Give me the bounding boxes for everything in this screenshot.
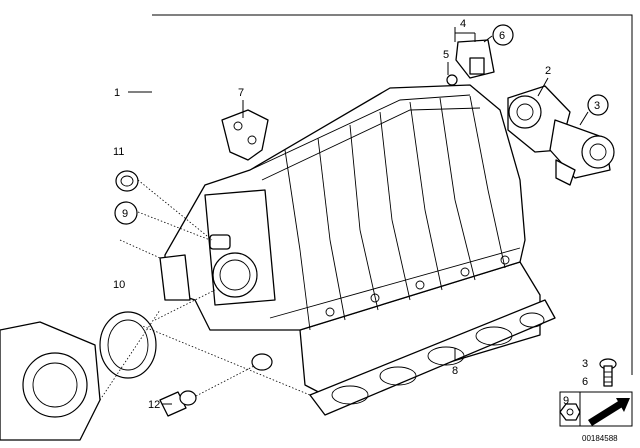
leader-dotted-c	[195, 365, 255, 397]
leader-2	[537, 77, 549, 97]
actuator-unit	[507, 85, 615, 186]
callout-3: 3	[594, 100, 600, 112]
callout-7: 7	[238, 87, 244, 99]
leader-dotted-a	[119, 239, 161, 259]
seal-ring-part	[99, 311, 157, 379]
legend-box	[559, 391, 633, 427]
callout-6-circle	[492, 24, 514, 46]
legend-label-6: 6	[582, 376, 588, 388]
grommet-part	[115, 170, 139, 192]
leader-3	[579, 111, 589, 126]
legend-label-3: 3	[582, 358, 588, 370]
bolt-icon	[599, 358, 617, 387]
arrow-icon	[588, 398, 630, 426]
gasket-part	[309, 299, 556, 416]
frame-bracket	[152, 14, 633, 375]
callout-5: 5	[443, 49, 449, 61]
leader-9	[137, 211, 211, 241]
callout-8: 8	[452, 365, 458, 377]
callout-9-circle	[114, 201, 138, 225]
drawing-number: 00184588	[582, 434, 618, 443]
leader-6	[483, 35, 493, 43]
callout-9: 9	[122, 208, 128, 220]
intake-manifold	[159, 84, 541, 399]
callout-11: 11	[113, 146, 124, 158]
callout-2: 2	[545, 65, 551, 77]
leader-dotted-d	[139, 324, 311, 396]
callout-6: 6	[499, 30, 505, 42]
plug-part	[159, 390, 197, 417]
callout-4: 4	[460, 18, 466, 30]
throttle-body	[0, 321, 101, 441]
nut-icon	[559, 403, 581, 421]
leader-10	[154, 289, 216, 321]
sensor-part	[446, 39, 495, 86]
callout-10: 10	[113, 279, 125, 291]
bracket-part	[221, 109, 269, 161]
legend: 3 6 9	[559, 358, 633, 427]
legend-label-9: 9	[563, 395, 569, 407]
leader-dotted-b	[99, 309, 161, 401]
callout-12: 12	[148, 399, 160, 411]
callout-3-circle	[587, 94, 609, 116]
callout-1: 1	[114, 87, 120, 99]
